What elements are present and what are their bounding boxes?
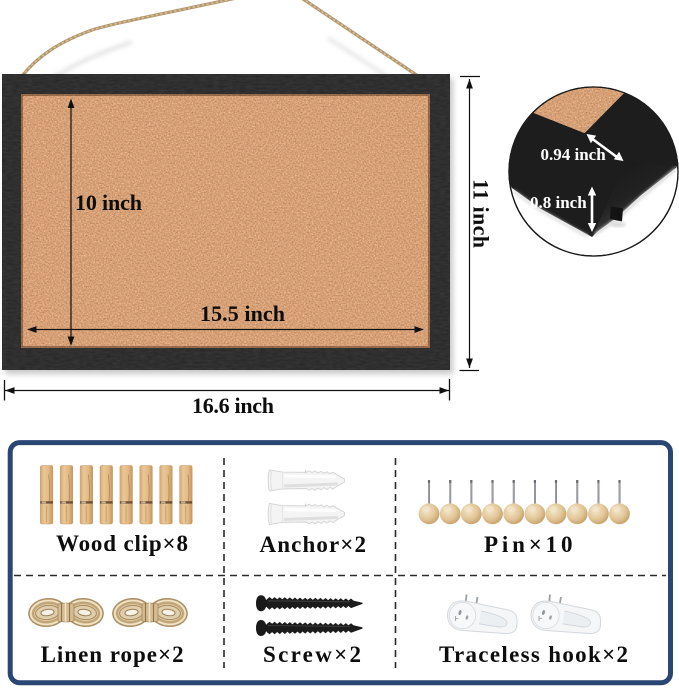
svg-text:0.94 inch: 0.94 inch bbox=[541, 145, 607, 164]
svg-text:16.6 inch: 16.6 inch bbox=[192, 393, 274, 418]
svg-text:0.8 inch: 0.8 inch bbox=[530, 193, 587, 212]
svg-text:10 inch: 10 inch bbox=[75, 190, 142, 215]
svg-text:Wood clip×8: Wood clip×8 bbox=[56, 531, 188, 556]
svg-text:Linen rope×2: Linen rope×2 bbox=[41, 642, 184, 667]
svg-text:Traceless hook×2: Traceless hook×2 bbox=[439, 642, 628, 667]
svg-text:Anchor×2: Anchor×2 bbox=[260, 532, 367, 557]
svg-text:15.5 inch: 15.5 inch bbox=[200, 301, 285, 326]
svg-text:Screw×2: Screw×2 bbox=[263, 642, 361, 667]
svg-text:11 inch: 11 inch bbox=[469, 179, 494, 248]
